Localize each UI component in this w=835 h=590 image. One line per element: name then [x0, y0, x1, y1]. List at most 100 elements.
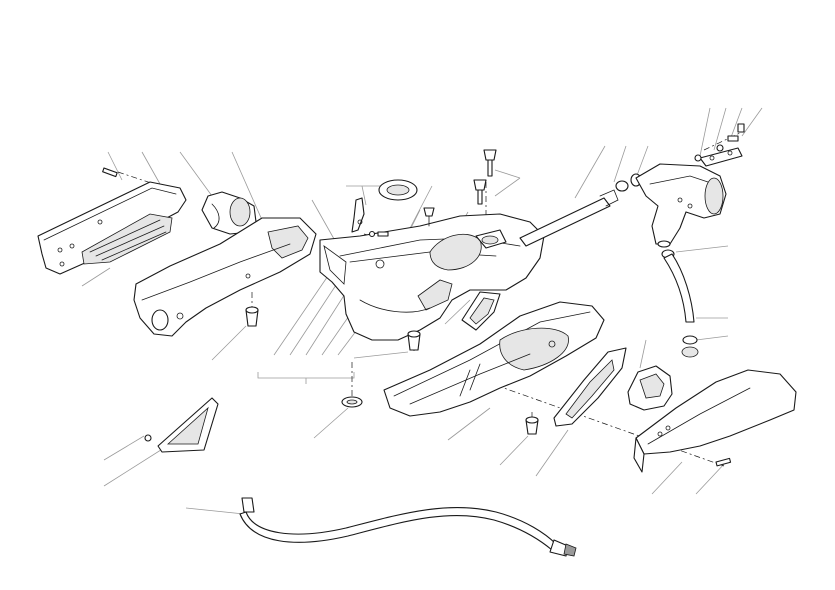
- reflector-frame: [157, 397, 219, 453]
- bolt-shank: [477, 189, 483, 205]
- mount-hole: [57, 247, 63, 253]
- vent-grille: [469, 297, 495, 325]
- screw-head: [737, 123, 745, 133]
- duct-inlet: [267, 225, 309, 259]
- duct-boss: [176, 312, 184, 320]
- boot-opening: [229, 197, 251, 227]
- airbox-vent: [417, 279, 453, 311]
- duct-outlet: [151, 309, 169, 331]
- snorkel-outlet: [657, 240, 671, 248]
- hose-body: [519, 197, 611, 247]
- leader-line: [103, 447, 165, 487]
- airbox-flange: [323, 245, 347, 285]
- leader-line: [179, 151, 213, 197]
- right-grille: [553, 347, 627, 427]
- grommet-hole: [346, 399, 358, 405]
- top-right-fasteners: [694, 123, 745, 167]
- snorkel-mouth: [704, 177, 724, 215]
- hose-fitting: [681, 346, 699, 358]
- rubber-mount-top: [245, 306, 259, 314]
- grille-mesh: [565, 359, 615, 419]
- washer: [694, 154, 702, 162]
- leader-line: [444, 299, 471, 325]
- airbox-contour: [359, 299, 431, 313]
- screw-head: [727, 135, 739, 142]
- leader-line: [695, 335, 729, 341]
- leader-line: [729, 107, 743, 141]
- mount-hole: [69, 243, 75, 249]
- duct-body: [133, 217, 317, 337]
- snorkel-boss: [687, 203, 693, 209]
- hose-body: [663, 253, 695, 323]
- snorkel-body: [635, 163, 727, 245]
- breather-hose: [239, 497, 577, 557]
- leader-line: [289, 281, 339, 356]
- snorkel-ridge: [649, 175, 709, 185]
- leader-line: [675, 245, 729, 253]
- leader-line: [81, 267, 111, 287]
- undertray-rib: [409, 353, 531, 405]
- hose-body: [239, 506, 557, 551]
- undertray-ribs: [459, 363, 481, 397]
- hose-fitting: [241, 497, 255, 513]
- axis-line: [469, 375, 725, 467]
- grille-slats: [89, 219, 167, 261]
- cover-hole: [657, 431, 663, 437]
- screw: [715, 457, 732, 467]
- cover-crease: [647, 387, 751, 445]
- cover-tab: [633, 437, 645, 473]
- airbox-dome: [429, 233, 482, 271]
- duct-seam: [141, 243, 291, 301]
- leader-line: [635, 145, 649, 179]
- bracket-hole: [727, 150, 733, 156]
- screw: [377, 231, 389, 237]
- reflector-lens: [166, 406, 209, 445]
- bracket-hole: [709, 155, 715, 161]
- vent-insert: [461, 291, 501, 331]
- cover-hole: [665, 425, 671, 431]
- leader-line: [447, 407, 491, 441]
- hose-end-cap: [563, 543, 577, 557]
- leader-line: [353, 351, 409, 359]
- snorkel-boss: [677, 197, 683, 203]
- leader-line: [613, 145, 627, 183]
- leader-lines: [81, 107, 763, 515]
- leader-line: [273, 269, 333, 356]
- rubber-mount-top: [525, 416, 539, 424]
- bolt-head: [473, 179, 487, 191]
- bracket-hole: [357, 219, 363, 225]
- leader-line: [231, 151, 263, 221]
- hose-clamp: [682, 335, 698, 345]
- cover-body: [635, 369, 797, 455]
- leader-bracket: [257, 372, 355, 379]
- bracket: [699, 147, 743, 167]
- upper-hose: [519, 173, 642, 247]
- bolt-shank: [487, 159, 493, 177]
- leader-line: [361, 185, 367, 206]
- lower-mounts: [341, 396, 539, 435]
- duct-boss: [245, 273, 251, 279]
- filler-cap: [481, 235, 499, 245]
- screw: [102, 167, 118, 178]
- left-duct-cover: [37, 167, 187, 275]
- leader-line: [494, 177, 521, 197]
- airbox-body: [319, 213, 545, 341]
- undertray-boss: [548, 340, 556, 348]
- gasket-hole: [386, 184, 410, 196]
- leader-line: [107, 151, 123, 181]
- mount-hole: [97, 219, 103, 225]
- leader-line: [407, 185, 433, 233]
- washer: [716, 144, 724, 152]
- leader-line: [639, 339, 647, 369]
- leader-line: [305, 285, 351, 356]
- leader-line: [535, 429, 569, 477]
- left-intake-duct: [133, 217, 317, 337]
- triangle-reflector: [144, 397, 219, 453]
- right-side-cover: [633, 369, 797, 473]
- washer: [144, 434, 152, 442]
- washer: [368, 230, 376, 238]
- drain-hose: [661, 249, 699, 358]
- duct-cover-rim: [43, 187, 177, 241]
